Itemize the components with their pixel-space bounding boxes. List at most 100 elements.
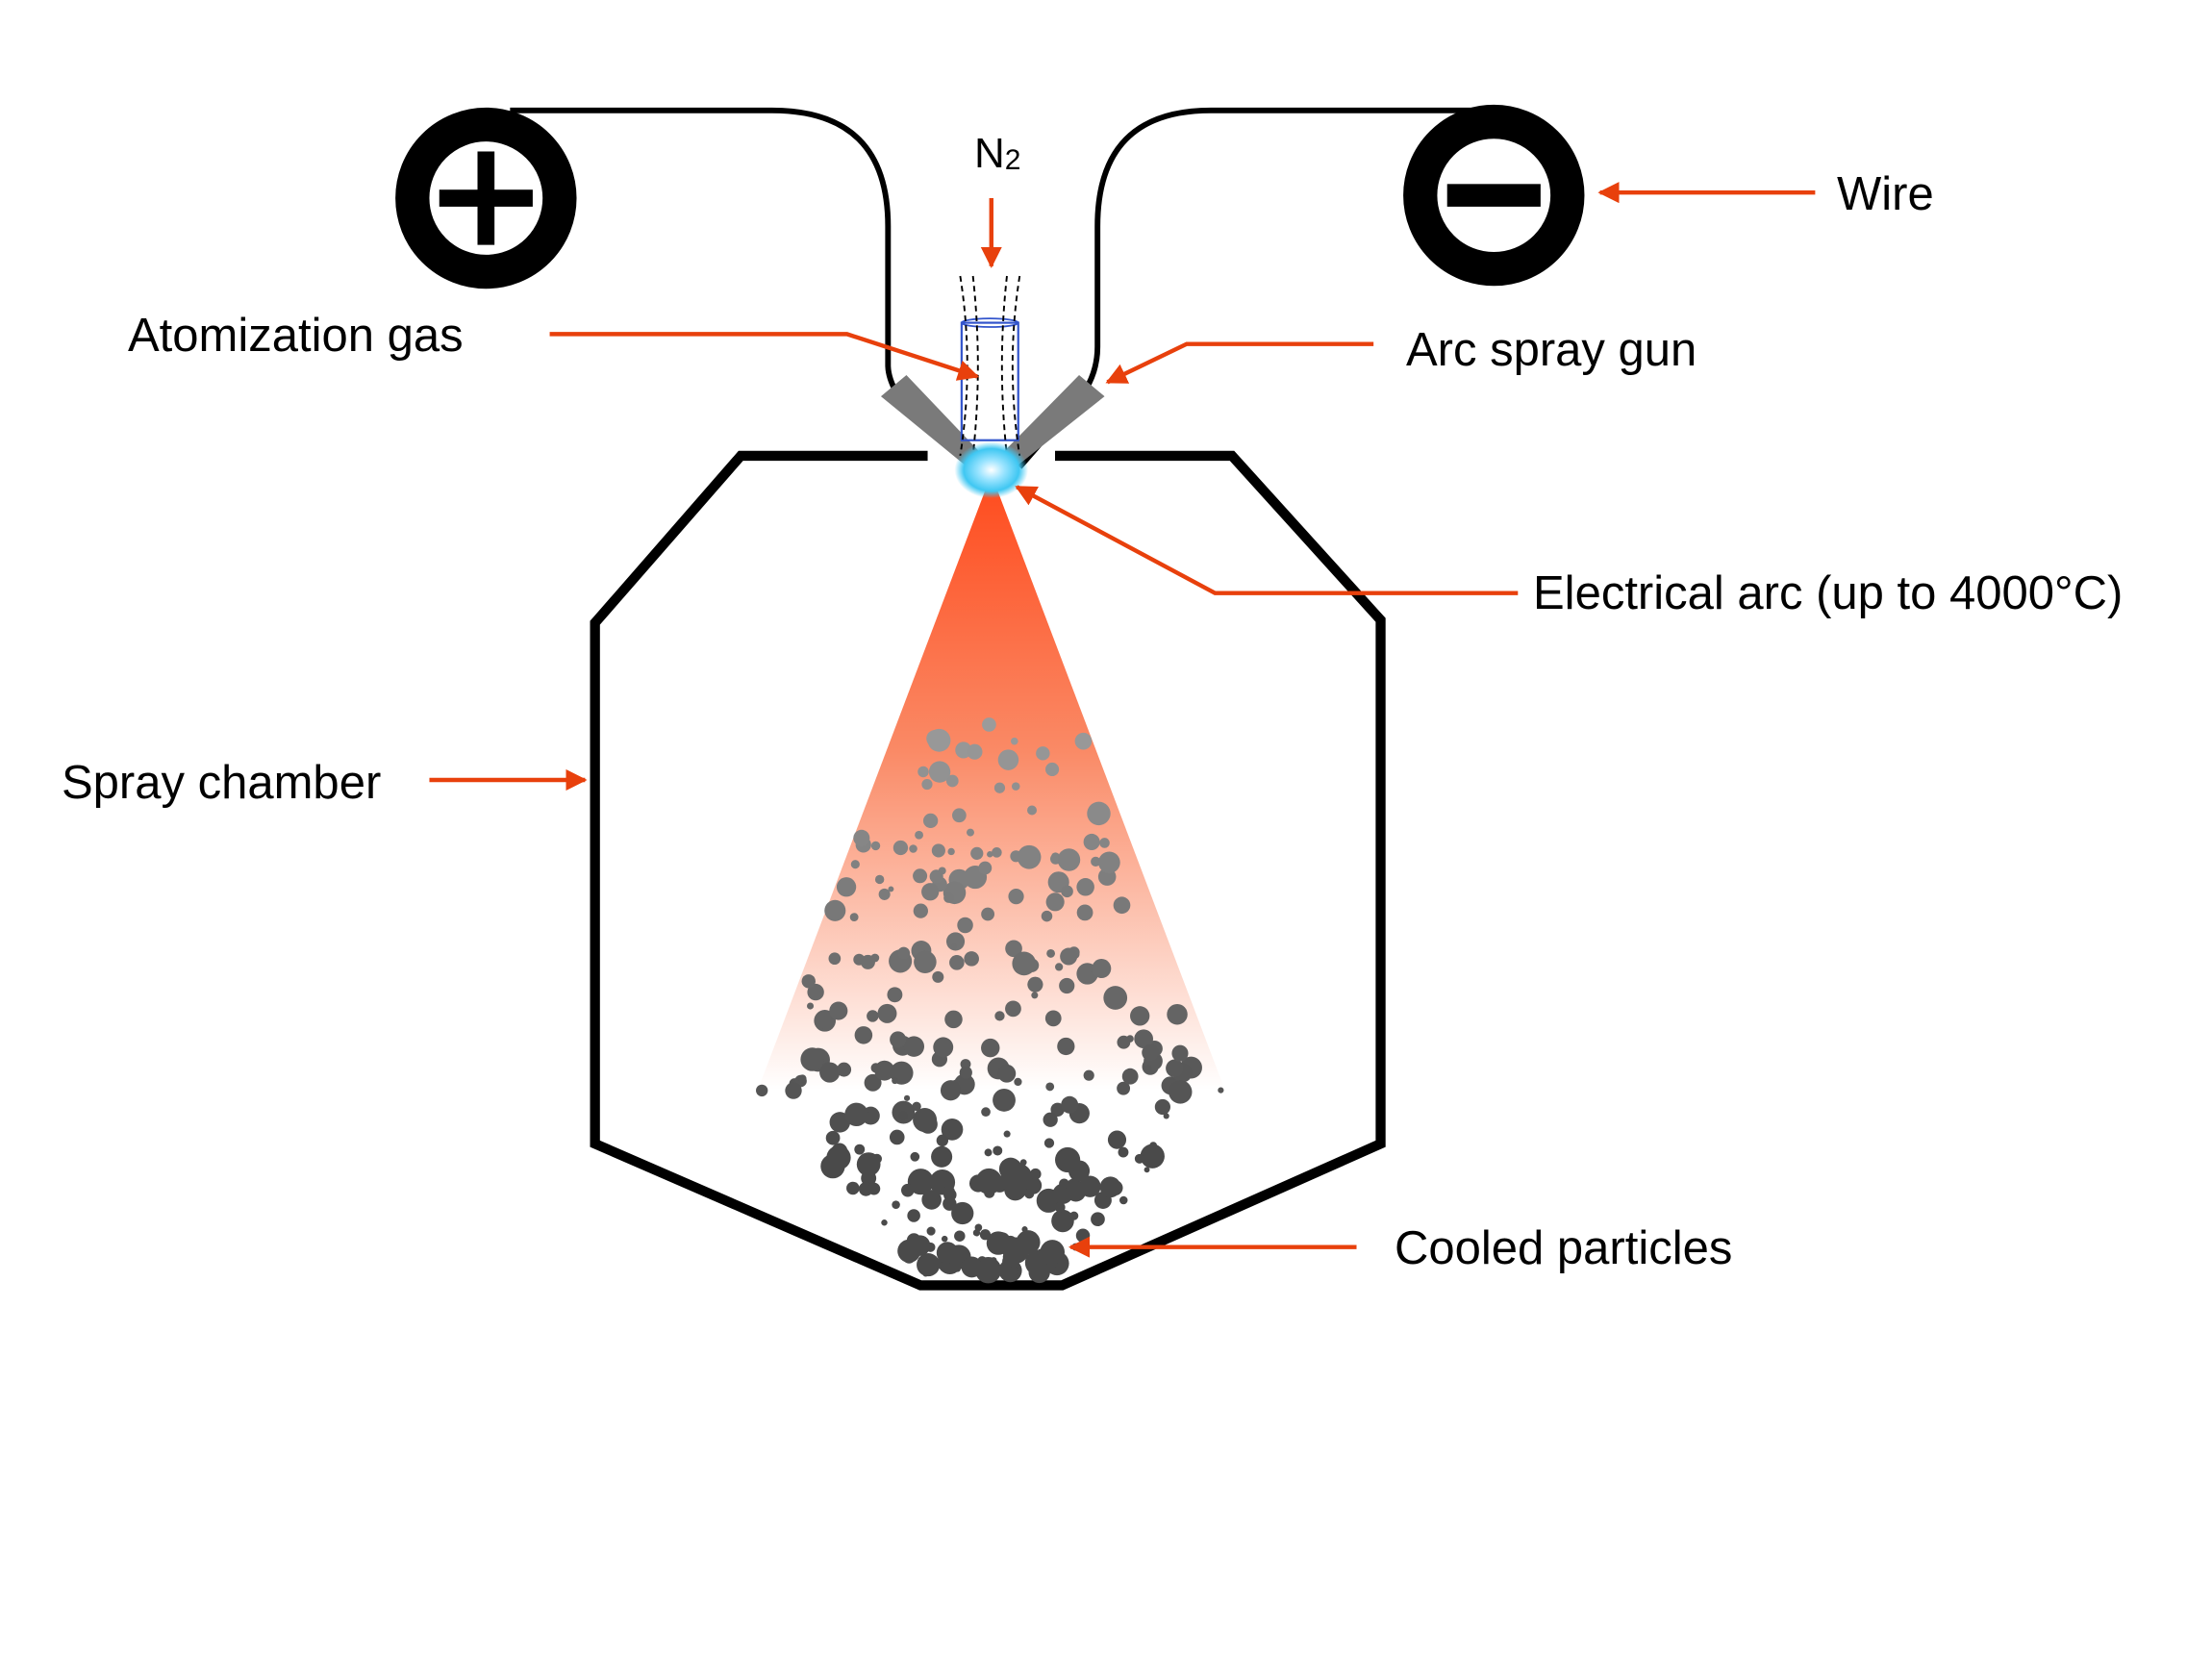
particle — [972, 1229, 981, 1237]
n2-label: N2 — [974, 133, 1020, 175]
particle — [870, 841, 881, 851]
particle — [993, 782, 1006, 793]
particle — [1021, 1226, 1028, 1233]
particle — [828, 952, 842, 966]
particle — [860, 954, 875, 969]
particle — [854, 1026, 873, 1044]
particle — [982, 717, 996, 732]
particle — [1099, 1176, 1121, 1198]
particle — [936, 1134, 949, 1147]
n2-subscript: 2 — [1004, 144, 1021, 176]
particle — [887, 987, 903, 1003]
particle — [874, 874, 885, 885]
arc-spray-gun-arrow — [1105, 341, 1374, 385]
particle — [917, 766, 929, 778]
particle — [941, 1235, 948, 1243]
particle — [1003, 1130, 1011, 1138]
particle — [921, 1190, 942, 1210]
particle — [853, 829, 870, 846]
particle — [936, 1242, 959, 1264]
particle — [1134, 1153, 1144, 1164]
electrical-arc-glow — [954, 441, 1029, 499]
plus-icon — [439, 151, 533, 245]
particle — [785, 1082, 802, 1099]
particle — [1098, 851, 1120, 874]
particle — [1083, 833, 1100, 850]
gas-tube — [959, 275, 1021, 457]
spray-chamber — [590, 450, 1386, 1291]
particle — [1061, 885, 1073, 898]
particle — [1144, 1167, 1150, 1173]
particle — [1118, 1146, 1129, 1158]
particle — [933, 1037, 954, 1058]
negative-terminal — [1403, 104, 1585, 287]
particle — [957, 917, 973, 934]
particle — [1054, 1201, 1066, 1213]
particle — [967, 743, 983, 760]
particle — [1059, 1178, 1069, 1190]
particle — [1218, 1087, 1224, 1093]
particle — [907, 1169, 934, 1195]
particle — [928, 761, 951, 783]
left-nozzle — [880, 375, 992, 473]
particle — [903, 1094, 911, 1101]
particle — [1103, 986, 1128, 1010]
particle — [954, 1230, 966, 1242]
particle — [1045, 892, 1065, 912]
particle — [1140, 1144, 1165, 1169]
particle — [819, 1062, 841, 1083]
particle — [1046, 949, 1056, 958]
particle — [1005, 940, 1022, 958]
particle — [824, 899, 846, 921]
particle — [909, 1235, 931, 1256]
particle — [1099, 838, 1110, 848]
particle — [1059, 977, 1075, 994]
particle — [1144, 1065, 1152, 1073]
particle — [967, 828, 974, 837]
particle — [820, 1153, 845, 1179]
particle — [800, 1047, 824, 1071]
particle — [888, 886, 894, 892]
particle — [1119, 1195, 1128, 1205]
particle — [932, 970, 944, 983]
particle — [1076, 877, 1094, 896]
particle — [922, 813, 939, 829]
particle — [903, 1036, 925, 1057]
particle — [931, 843, 945, 858]
particle — [1130, 1006, 1150, 1026]
particle — [1043, 1138, 1055, 1148]
particle — [913, 868, 928, 884]
particle — [997, 1064, 1017, 1083]
particle — [819, 1016, 834, 1030]
particle — [1014, 1077, 1022, 1087]
particle — [867, 1182, 881, 1195]
particle — [1041, 910, 1053, 922]
particle — [927, 728, 951, 752]
particle — [1012, 951, 1037, 976]
minus-icon — [1446, 184, 1541, 207]
particle — [951, 1201, 974, 1225]
particle — [1043, 1112, 1058, 1127]
particle — [979, 1229, 992, 1241]
particle — [850, 860, 860, 869]
electrical-arc-label: Electrical arc (up to 4000°C) — [1533, 567, 2124, 619]
particle — [1075, 1228, 1091, 1243]
particle — [981, 1038, 1000, 1058]
particle — [914, 950, 937, 974]
n2-symbol: N — [974, 130, 1005, 177]
spray-cone — [757, 474, 1225, 1091]
particle — [910, 1151, 920, 1162]
particle — [1163, 1113, 1169, 1119]
atomization-gas-arrow — [549, 332, 980, 381]
particle — [921, 778, 933, 791]
particle — [943, 1185, 955, 1198]
particle — [877, 1003, 897, 1023]
particle-field — [756, 717, 1224, 1284]
particle — [912, 1101, 921, 1112]
particle — [854, 1144, 866, 1155]
particle — [913, 1108, 938, 1133]
particle — [909, 844, 917, 853]
particle — [921, 883, 940, 901]
particle — [892, 840, 909, 856]
particle — [1027, 805, 1038, 816]
